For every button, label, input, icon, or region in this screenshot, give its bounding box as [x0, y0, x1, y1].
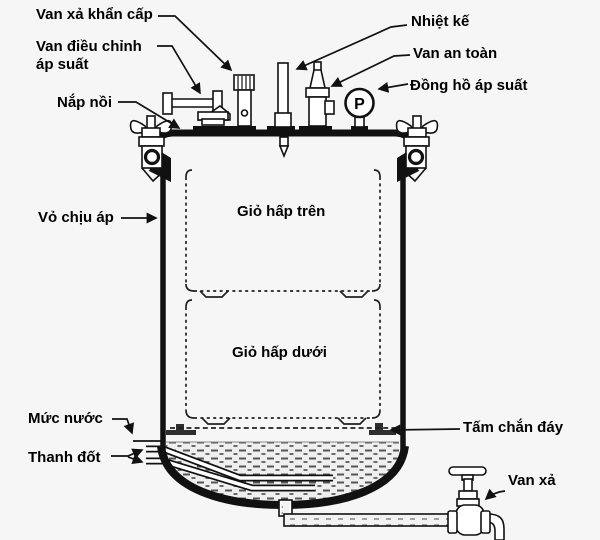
label-safety-valve: Van an toàn [413, 45, 498, 62]
label-bottom-baffle: Tấm chắn đáy [463, 419, 564, 436]
emergency-release-valve-figure [233, 74, 255, 127]
drain-valve-figure [447, 466, 491, 536]
label-pressure-regulator-line1: Van điều chỉnh [36, 38, 142, 55]
upper-basket-outline [185, 169, 381, 298]
water-fill [166, 441, 399, 501]
label-pressure-gauge: Đồng hồ áp suất [410, 77, 528, 94]
pressure-gauge-figure: P [344, 87, 375, 128]
label-lid: Nắp nồi [57, 94, 112, 111]
label-drain-valve: Van xả [508, 472, 556, 489]
lid-clamp-left [129, 115, 173, 183]
label-lower-basket: Giỏ hấp dưới [232, 344, 327, 361]
lower-basket-outline [185, 299, 381, 425]
heating-element-figure [146, 445, 333, 492]
label-emergency-release-valve: Van xả khẩn cấp [36, 6, 153, 23]
leader-lines [111, 15, 506, 501]
bottom-baffle-supports [166, 423, 396, 435]
label-pressure-regulator-line2: áp suất [36, 56, 89, 73]
label-heating-element: Thanh đốt [28, 449, 101, 466]
pressure-gauge-letter: P [354, 96, 365, 113]
lid-clamp-right [394, 114, 440, 184]
thermometer-figure [274, 62, 292, 159]
label-pressure-regulator: Van điều chỉnh áp suất [36, 38, 142, 74]
label-thermometer: Nhiệt kế [411, 13, 470, 30]
label-water-level: Mức nước [28, 410, 103, 427]
pressure-regulator-figure [162, 90, 231, 126]
safety-valve-figure [305, 61, 335, 127]
label-pressure-shell: Vỏ chịu áp [38, 209, 114, 226]
label-upper-basket: Giỏ hấp trên [237, 203, 326, 220]
